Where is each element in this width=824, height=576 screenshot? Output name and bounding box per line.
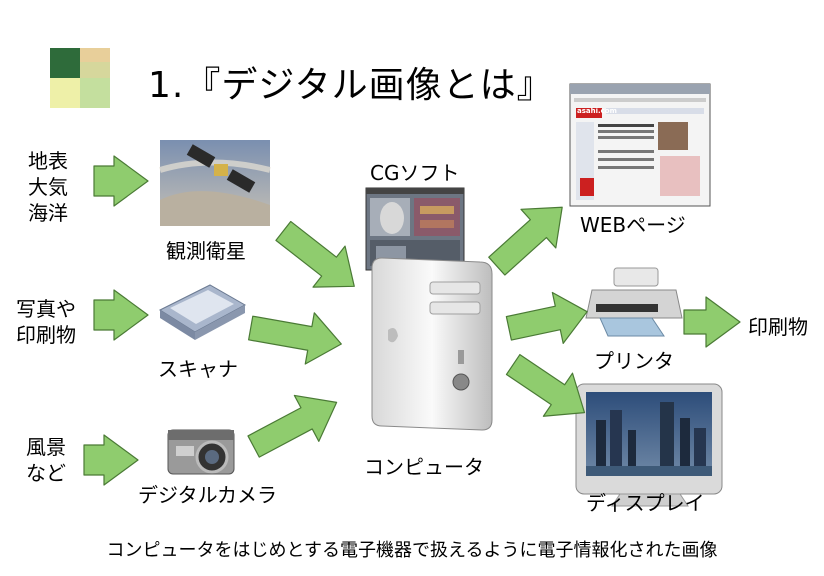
arrow-camera-to-computer [247, 394, 338, 458]
cg-software-image [365, 187, 465, 271]
page-title: 1.『デジタル画像とは』 [148, 65, 554, 106]
logo-square-yellow [50, 78, 80, 108]
web-page-label: WEBページ [580, 213, 686, 237]
arrow-scene-to-camera [83, 434, 139, 486]
printed-matter-label: 印刷物 [748, 315, 808, 339]
web-logo-text: asahi.com [577, 107, 617, 115]
satellite-image [159, 140, 271, 226]
cg-software-label: CGソフト [370, 161, 460, 185]
source-photo-label: 写真や 印刷物 [16, 297, 76, 347]
web-page-image [569, 83, 711, 207]
printer-image [585, 267, 683, 337]
arrow-computer-to-display [505, 353, 586, 417]
arrow-earth-to-satellite [93, 155, 149, 207]
source-earth-label: 地表 大気 海洋 [28, 149, 68, 225]
arrow-photo-to-scanner [93, 289, 149, 341]
camera-image [167, 429, 235, 475]
camera-label: デジタルカメラ [138, 483, 277, 507]
satellite-label: 観測衛星 [166, 239, 246, 263]
scanner-image [158, 284, 247, 340]
computer-tower-image [371, 257, 493, 431]
logo-square-dark-green [50, 48, 80, 78]
scanner-label: スキャナ [158, 357, 238, 381]
arrow-scanner-to-computer [248, 312, 342, 365]
display-image [575, 383, 723, 507]
arrow-computer-to-printer [505, 291, 588, 344]
source-scene-label: 風景 など [26, 435, 66, 485]
printer-label: プリンタ [594, 349, 674, 373]
caption-text: コンピュータをはじめとする電子機器で扱えるように電子情報化された画像 [106, 540, 718, 561]
computer-label: コンピュータ [364, 455, 484, 479]
display-label: ディスプレイ [586, 491, 705, 515]
arrow-computer-to-web [488, 206, 563, 276]
arrow-satellite-to-computer [275, 220, 355, 288]
arrow-printer-to-printed [683, 296, 741, 348]
